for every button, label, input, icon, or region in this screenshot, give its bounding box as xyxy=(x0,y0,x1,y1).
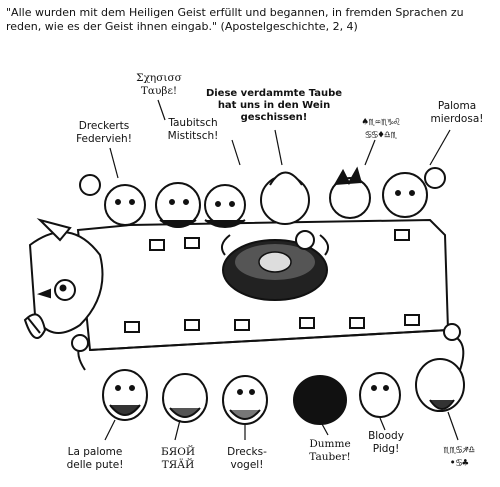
speech-taubitsch: Taubitsch Mistitsch! xyxy=(167,117,219,142)
dove xyxy=(23,218,104,339)
front-row-figures xyxy=(71,323,465,425)
speech-drecksvogel: Drecks- vogel! xyxy=(227,446,267,471)
caption-quote: "Alle wurden mit dem Heiligen Geist erfü… xyxy=(6,6,464,34)
speech-pointers xyxy=(104,99,459,441)
wine-pot xyxy=(220,234,330,301)
speech-paloma: Paloma mierdosa! xyxy=(430,100,484,125)
back-row-figures xyxy=(79,166,446,250)
speech-cyrillic: БЯОЙ ТЯӒЙ xyxy=(161,446,195,471)
speech-greek-top: Σχησισσ Ταυβε! xyxy=(136,72,182,97)
speech-verdammte-taube: Diese verdammte Taube hat uns in den Wei… xyxy=(205,88,343,123)
speech-dumme-tauber: Dumme Tauber! xyxy=(309,438,351,463)
speech-symbols-bottom: ♏♏♋♐♎ •♋♣ xyxy=(443,444,475,469)
speech-bloody-pidg: Bloody Pidg! xyxy=(368,430,404,455)
speech-la-palome: La palome delle pute! xyxy=(66,446,124,471)
speech-symbols-top: ♠♏♒♏♑♌ ♋♋♦♎♏ xyxy=(362,116,400,141)
speech-dreckerts: Dreckerts Federvieh! xyxy=(76,120,132,145)
